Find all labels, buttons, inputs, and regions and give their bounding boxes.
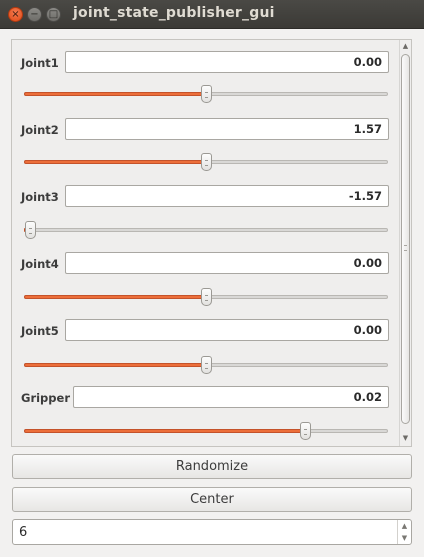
vertical-scrollbar[interactable]: ▲ ▼ [399, 40, 411, 446]
chevron-down-icon[interactable]: ▼ [402, 434, 409, 442]
slider-handle[interactable] [201, 356, 212, 374]
chevron-down-icon[interactable]: ▼ [401, 534, 408, 542]
slider-handle[interactable] [25, 221, 36, 239]
scrollbar-grip [404, 245, 407, 251]
chevron-up-icon[interactable]: ▲ [401, 522, 408, 530]
spinbox-buttons[interactable]: ▲ ▼ [397, 520, 411, 544]
joint-slider[interactable] [24, 221, 388, 239]
joint-value-field[interactable]: 1.57 [65, 118, 389, 140]
joint-slider[interactable] [24, 153, 388, 171]
slider-handle[interactable] [300, 422, 311, 440]
joint-value-field[interactable]: 0.00 [65, 319, 389, 341]
joint-value-field[interactable]: 0.02 [73, 386, 389, 408]
window-titlebar[interactable]: × − □ joint_state_publisher_gui [0, 0, 424, 29]
joint-label: Joint2 [21, 123, 59, 137]
joint-label: Gripper [21, 391, 70, 405]
joints-scroll-area[interactable]: Joint1 0.00 Joint2 1.57 Joint3 -1.57 Joi… [11, 39, 412, 447]
joint-label: Joint1 [21, 56, 59, 70]
slider-handle[interactable] [201, 85, 212, 103]
slider-fill [24, 363, 206, 367]
count-spinbox[interactable]: 6 ▲ ▼ [12, 519, 412, 545]
maximize-icon[interactable]: □ [46, 7, 61, 22]
joint-label: Joint4 [21, 257, 59, 271]
joint-slider[interactable] [24, 85, 388, 103]
scrollbar-thumb[interactable] [401, 54, 410, 424]
center-button[interactable]: Center [12, 487, 412, 512]
joint-value-field[interactable]: -1.57 [65, 185, 389, 207]
joint-slider[interactable] [24, 288, 388, 306]
joint-slider[interactable] [24, 422, 388, 440]
close-icon[interactable]: × [8, 7, 23, 22]
joint-label: Joint3 [21, 190, 59, 204]
slider-fill [24, 160, 206, 164]
slider-track [24, 228, 388, 232]
joint-slider[interactable] [24, 356, 388, 374]
randomize-button[interactable]: Randomize [12, 454, 412, 479]
slider-fill [24, 92, 206, 96]
slider-fill [24, 295, 206, 299]
joint-value-field[interactable]: 0.00 [65, 252, 389, 274]
slider-handle[interactable] [201, 153, 212, 171]
window-title: joint_state_publisher_gui [73, 5, 275, 21]
chevron-up-icon[interactable]: ▲ [402, 42, 409, 50]
spinbox-value[interactable]: 6 [19, 525, 28, 540]
slider-fill [24, 429, 305, 433]
joint-label: Joint5 [21, 324, 59, 338]
minimize-icon[interactable]: − [27, 7, 42, 22]
slider-handle[interactable] [201, 288, 212, 306]
joint-value-field[interactable]: 0.00 [65, 51, 389, 73]
